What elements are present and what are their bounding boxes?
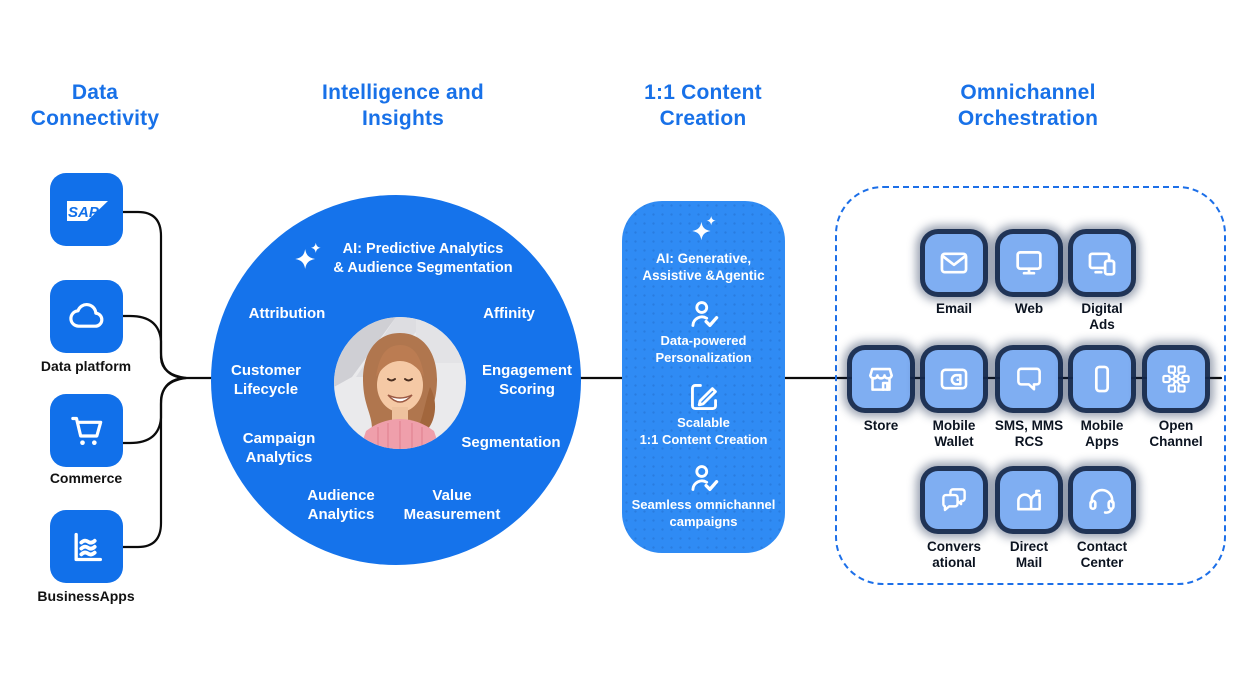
channel-tile-contact-center: [1073, 471, 1131, 529]
capability-value-measurement: Value Measurement: [403, 487, 501, 523]
header-data-connectivity: Data Connectivity: [30, 81, 160, 130]
network-nodes-icon: [1159, 362, 1193, 396]
chat-bubble-icon: [1012, 362, 1046, 396]
shopping-cart-icon: [67, 411, 107, 451]
channel-tile-conversational: [925, 471, 983, 529]
card-ai-label: AI: Generative, Assistive &Agentic: [642, 251, 765, 283]
pencil-icon: [686, 379, 722, 415]
channel-label-store: Store: [863, 418, 899, 433]
channel-label-web: Web: [1014, 301, 1044, 316]
source-label-data-platform: Data platform: [40, 358, 132, 374]
content-creation-card: AI: Generative, Assistive &Agentic Data-…: [622, 201, 785, 553]
chat-bubbles-icon: [937, 483, 971, 517]
channel-label-direct-mail: Direct Mail: [1009, 539, 1049, 570]
card-item-label: Seamless omnichannel campaigns: [631, 497, 776, 529]
channel-label-mobile-apps: Mobile Apps: [1080, 418, 1124, 449]
capability-campaign-analytics: Campaign Analytics: [242, 430, 316, 466]
source-tile-commerce: [50, 394, 123, 467]
mailbox-icon: [1012, 483, 1046, 517]
header-content-creation: 1:1 Content Creation: [644, 81, 762, 130]
channel-tile-web: [1000, 234, 1058, 292]
channel-tile-sms: [1000, 350, 1058, 408]
channel-label-contact-center: Contact Center: [1076, 539, 1128, 570]
capability-audience-analytics: Audience Analytics: [307, 487, 375, 523]
capability-affinity: Affinity: [483, 305, 535, 322]
card-item-label: Data-powered Personalization: [655, 333, 752, 365]
person-check-icon: [686, 297, 722, 333]
svg-text:SAP: SAP: [68, 204, 100, 221]
headset-icon: [1085, 483, 1119, 517]
capability-segmentation: Segmentation: [461, 434, 561, 451]
cloud-icon: [67, 297, 107, 337]
channel-tile-open-channel: [1147, 350, 1205, 408]
person-check-icon: [686, 461, 722, 497]
circle-ai-label: AI: Predictive Analytics & Audience Segm…: [333, 241, 513, 276]
source-label-commerce: Commerce: [49, 470, 123, 486]
channel-tile-mobile-apps: [1073, 350, 1131, 408]
capability-attribution: Attribution: [248, 305, 326, 322]
source-label-business-apps: BusinessApps: [37, 588, 135, 604]
header-omnichannel-orchestration: Omnichannel Orchestration: [957, 81, 1099, 130]
sparkle-icon: [688, 214, 720, 248]
card-item-label: Scalable 1:1 Content Creation: [639, 415, 768, 447]
header-intelligence-insights: Intelligence and Insights: [322, 81, 484, 130]
wallet-icon: [937, 362, 971, 396]
source-tile-data-platform: [50, 280, 123, 353]
channel-tile-digital-ads: [1073, 234, 1131, 292]
circle-ai-caption: AI: Predictive Analytics & Audience Segm…: [252, 240, 552, 278]
omnichannel-panel: [835, 186, 1226, 585]
channel-tile-store: [852, 350, 910, 408]
storefront-icon: [864, 362, 898, 396]
channel-label-open-channel: Open Channel: [1149, 418, 1203, 449]
channel-tile-mobile-wallet: [925, 350, 983, 408]
capability-customer-lifecycle: Customer Lifecycle: [230, 362, 301, 398]
capability-engagement-scoring: Engagement Scoring: [481, 362, 572, 398]
channel-label-conversational: Convers ational: [926, 539, 982, 570]
channel-label-digital-ads: Digital Ads: [1081, 301, 1123, 332]
mobile-phone-icon: [1085, 362, 1119, 396]
channel-tile-email: [925, 234, 983, 292]
channel-label-sms: SMS, MMS RCS: [994, 418, 1064, 449]
sparkle-icon: [291, 240, 325, 278]
devices-icon: [1085, 246, 1119, 280]
source-tile-business-apps: [50, 510, 123, 583]
line-chart-icon: [67, 527, 107, 567]
channel-label-mobile-wallet: Mobile Wallet: [932, 418, 976, 449]
sap-logo: SAP: [59, 182, 115, 238]
channel-tile-direct-mail: [1000, 471, 1058, 529]
monitor-icon: [1012, 246, 1046, 280]
customer-portrait-photo: [334, 317, 466, 449]
source-tile-sap: SAP: [50, 173, 123, 246]
email-icon: [937, 246, 971, 280]
channel-label-email: Email: [935, 301, 973, 316]
